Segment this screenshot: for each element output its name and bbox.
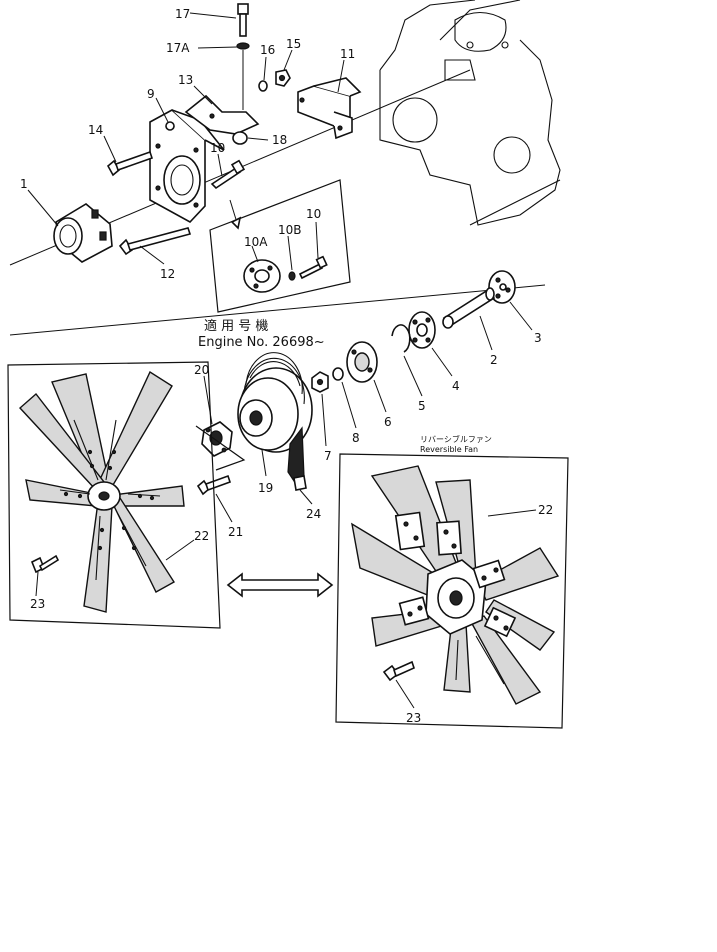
- washer-16: [258, 80, 268, 92]
- nut-15: [275, 69, 291, 87]
- callout-10-upper: 10: [210, 141, 225, 155]
- callout-7: 7: [324, 449, 332, 463]
- callout-23-standard: 23: [30, 597, 45, 611]
- bolt-23-reversible: [382, 660, 415, 682]
- interchange-arrow: [226, 572, 334, 598]
- bolt-23-standard: [30, 554, 60, 574]
- bolt-10-upper: [210, 159, 246, 190]
- bracket-11: [297, 77, 362, 140]
- bolt-17: [237, 3, 249, 37]
- callout-20: 20: [194, 363, 209, 377]
- plate-13: [184, 94, 260, 135]
- callout-labels: 17 17A 16 15 11 13 9 14 10 18 1 12 10A 1…: [20, 7, 553, 725]
- bolt-21: [196, 474, 232, 496]
- bearing-plate-4: [408, 311, 436, 349]
- callout-17: 17: [175, 7, 190, 21]
- callout-18: 18: [272, 133, 287, 147]
- engine-block: [379, 0, 561, 226]
- callout-6: 6: [384, 415, 392, 429]
- pulley-19: [237, 352, 313, 453]
- callout-4: 4: [452, 379, 460, 393]
- snap-ring-5: [391, 324, 411, 353]
- coupling-1: [53, 203, 113, 263]
- callout-3: 3: [534, 331, 542, 345]
- nut-18: [232, 131, 248, 145]
- standard-fan-frame: [7, 361, 221, 629]
- callout-12: 12: [160, 267, 175, 281]
- axis-line-lower: [9, 284, 546, 336]
- callout-22-standard: 22: [194, 529, 209, 543]
- callout-10-detail: 10: [306, 207, 321, 221]
- reversible-fan-jp: リバーシブルファン: [420, 434, 492, 444]
- shaft-2: [442, 287, 496, 329]
- notes: 適 用 号 機 Engine No. 26698~ リバーシブルファン Reve…: [198, 318, 492, 454]
- callout-21: 21: [228, 525, 243, 539]
- hub-6: [346, 341, 378, 383]
- callout-10b: 10B: [278, 223, 302, 237]
- callout-17a: 17A: [166, 41, 190, 55]
- washer-8: [332, 367, 344, 381]
- callout-2: 2: [490, 353, 498, 367]
- callout-22-reversible: 22: [538, 503, 553, 517]
- reversible-fan-label: Reversible Fan: [420, 445, 478, 454]
- callout-5: 5: [418, 399, 426, 413]
- bolt-12: [118, 227, 192, 256]
- callout-15: 15: [286, 37, 301, 51]
- washer-10b: [288, 271, 296, 281]
- callout-8: 8: [352, 431, 360, 445]
- callout-9: 9: [147, 87, 155, 101]
- engine-serial-note: Engine No. 26698~: [198, 335, 325, 350]
- fan-22-reversible: [351, 465, 560, 705]
- housing-9: [149, 109, 225, 224]
- washer-17a: [236, 42, 250, 50]
- callout-14: 14: [88, 123, 103, 137]
- bolt-14: [106, 150, 154, 177]
- callout-10a: 10A: [244, 235, 268, 249]
- hub-3: [488, 270, 516, 304]
- flange-10a: [243, 259, 281, 293]
- reversible-fan-frame: [335, 453, 569, 729]
- callout-11: 11: [340, 47, 355, 61]
- callout-23-reversible: 23: [406, 711, 421, 725]
- callout-19: 19: [258, 481, 273, 495]
- bolt-10-detail: [298, 255, 328, 280]
- fan-22-standard: [18, 370, 185, 613]
- detail-box: [209, 179, 351, 313]
- applicable-serial-jp: 適 用 号 機: [204, 318, 268, 334]
- callout-16: 16: [260, 43, 275, 57]
- callout-1: 1: [20, 177, 28, 191]
- spacer-20: [201, 421, 233, 457]
- callout-24: 24: [306, 507, 321, 521]
- callout-13: 13: [178, 73, 193, 87]
- leader-lines: [27, 12, 537, 709]
- nut-7: [311, 371, 329, 393]
